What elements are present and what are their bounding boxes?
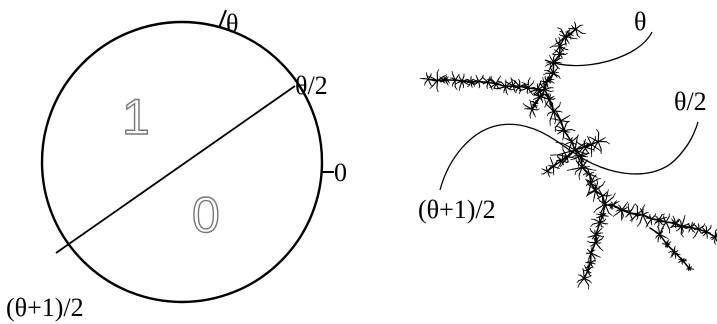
julia-diagram: θ θ/2 (θ+1)/2 [418, 7, 717, 290]
julia-set [419, 21, 717, 290]
chord [55, 85, 296, 254]
curve-half-theta [569, 121, 699, 175]
label-half-theta: θ/2 [295, 71, 328, 100]
label-theta: θ [226, 9, 238, 38]
julia-label-half-theta: θ/2 [674, 87, 707, 116]
unit-circle [40, 20, 324, 304]
region-label-one: 1 [122, 89, 150, 145]
label-theta-plus-one-half: (θ+1)/2 [6, 293, 84, 322]
julia-label-theta: θ [634, 7, 646, 36]
curve-theta [544, 31, 653, 67]
region-label-zero: 0 [192, 187, 220, 243]
circle-diagram: θ θ/2 0 (θ+1)/2 1 0 [6, 9, 347, 322]
curve-theta-plus-one-half [439, 123, 573, 191]
tick-theta [218, 9, 227, 29]
julia-label-theta-plus-one-half: (θ+1)/2 [418, 195, 496, 224]
label-zero: 0 [334, 158, 347, 187]
